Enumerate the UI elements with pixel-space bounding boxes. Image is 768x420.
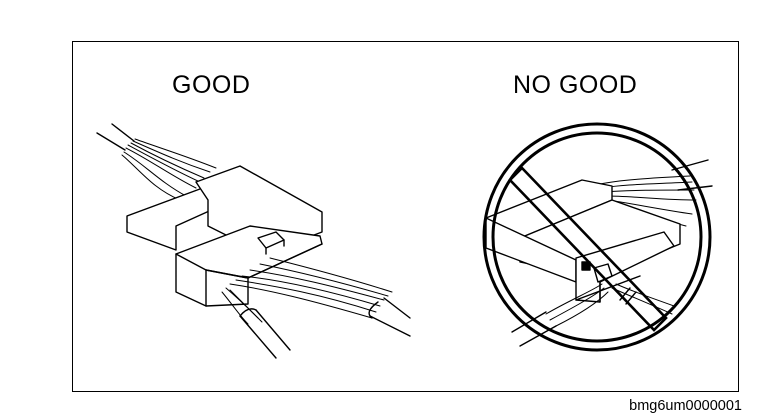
no-good-label: NO GOOD bbox=[513, 71, 638, 99]
good-label: GOOD bbox=[172, 71, 251, 99]
illustration-frame bbox=[72, 41, 739, 392]
prohibition-icon bbox=[482, 122, 712, 352]
no-good-connector-icon bbox=[485, 159, 713, 347]
good-connector-icon bbox=[96, 123, 411, 359]
figure-code: bmg6um0000001 bbox=[629, 398, 742, 414]
